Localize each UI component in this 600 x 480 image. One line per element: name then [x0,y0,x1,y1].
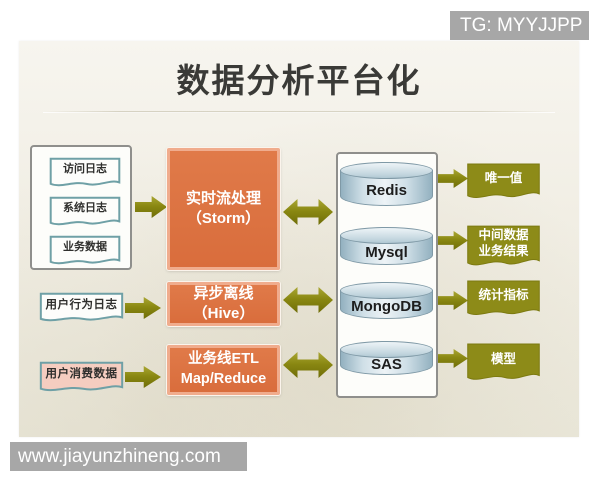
cylinder-top-icon [340,162,433,179]
doc-business-data: 业务数据 [50,236,120,266]
processor-label-line2: （Storm） [186,210,261,227]
processor-label-line1: 业务线ETL [188,351,259,368]
slide-canvas: 数据分析平台化 访问日志 系统日志 业务数据 实时流处理 （Storm） 异步离… [19,41,579,437]
arrow-right-icon [438,349,468,368]
doc-label: 用户消费数据 [45,368,118,381]
doc-user-behavior-log: 用户行为日志 [40,293,123,323]
output-label: 唯一值 [467,163,540,195]
processor-etl: 业务线ETL Map/Reduce [167,345,280,395]
processor-hive: 异步离线 （Hive） [167,282,280,326]
output-statistics: 统计指标 [467,280,540,318]
doc-label: 访问日志 [63,163,107,176]
watermark-bottom-left: www.jiayunzhineng.com [10,442,247,471]
arrow-double-icon [283,287,333,313]
processor-storm: 实时流处理 （Storm） [167,148,280,270]
processor-label-line1: 异步离线 [193,284,254,302]
db-label: MongoDB [351,298,422,315]
doc-label: 用户行为日志 [45,298,118,311]
db-cylinder-mongodb: MongoDB [340,282,433,319]
db-label: Redis [366,181,407,199]
db-cylinder-sas: SAS [340,341,433,375]
arrow-right-icon [135,196,167,218]
document-shape-icon [467,225,540,269]
cylinder-top-icon [340,282,433,299]
cylinder-top-icon [340,341,433,358]
output-label: 统计指标 [467,280,540,312]
document-shape-icon [467,280,540,318]
arrow-right-icon [125,297,161,319]
processor-label-line2: Map/Reduce [180,371,267,387]
doc-label: 业务数据 [63,241,107,254]
db-cylinder-mysql: Mysql [340,227,433,265]
document-shape-icon [50,236,120,266]
output-label-line2: 业务结果 [478,244,529,258]
title-divider [43,111,555,113]
arrow-right-icon [125,366,161,388]
output-unique-value: 唯一值 [467,163,540,201]
processor-label-line2: （Hive） [192,305,255,322]
document-shape-icon [467,343,540,383]
output-label-line1: 中间数据 [478,228,529,243]
db-label: Mysql [365,243,408,261]
output-label-line1: 唯一值 [484,171,523,186]
watermark-top-right: TG: MYYJJPP [450,11,589,40]
arrow-right-icon [438,291,468,310]
output-label-line1: 统计指标 [478,288,529,303]
processor-label-line1: 实时流处理 [185,189,261,207]
slide-title: 数据分析平台化 [176,62,422,99]
output-label: 模型 [467,343,540,377]
document-shape-icon [50,197,120,227]
document-shape-icon [40,362,123,393]
arrow-double-icon [283,352,333,378]
output-label-line1: 模型 [490,352,516,367]
document-shape-icon [467,163,540,201]
arrow-double-icon [283,199,333,225]
output-model: 模型 [467,343,540,383]
db-label: SAS [371,355,402,373]
document-shape-icon [50,158,120,188]
doc-user-consume-data: 用户消费数据 [40,362,123,393]
document-shape-icon [40,293,123,323]
arrow-right-icon [438,169,468,188]
output-intermediate-results: 中间数据 业务结果 [467,225,540,269]
output-label: 中间数据 业务结果 [467,225,540,263]
cylinder-top-icon [340,227,433,244]
doc-system-log: 系统日志 [50,197,120,227]
arrow-right-icon [438,231,468,250]
doc-label: 系统日志 [63,202,107,215]
doc-access-log: 访问日志 [50,158,120,188]
db-cylinder-redis: Redis [340,162,433,206]
